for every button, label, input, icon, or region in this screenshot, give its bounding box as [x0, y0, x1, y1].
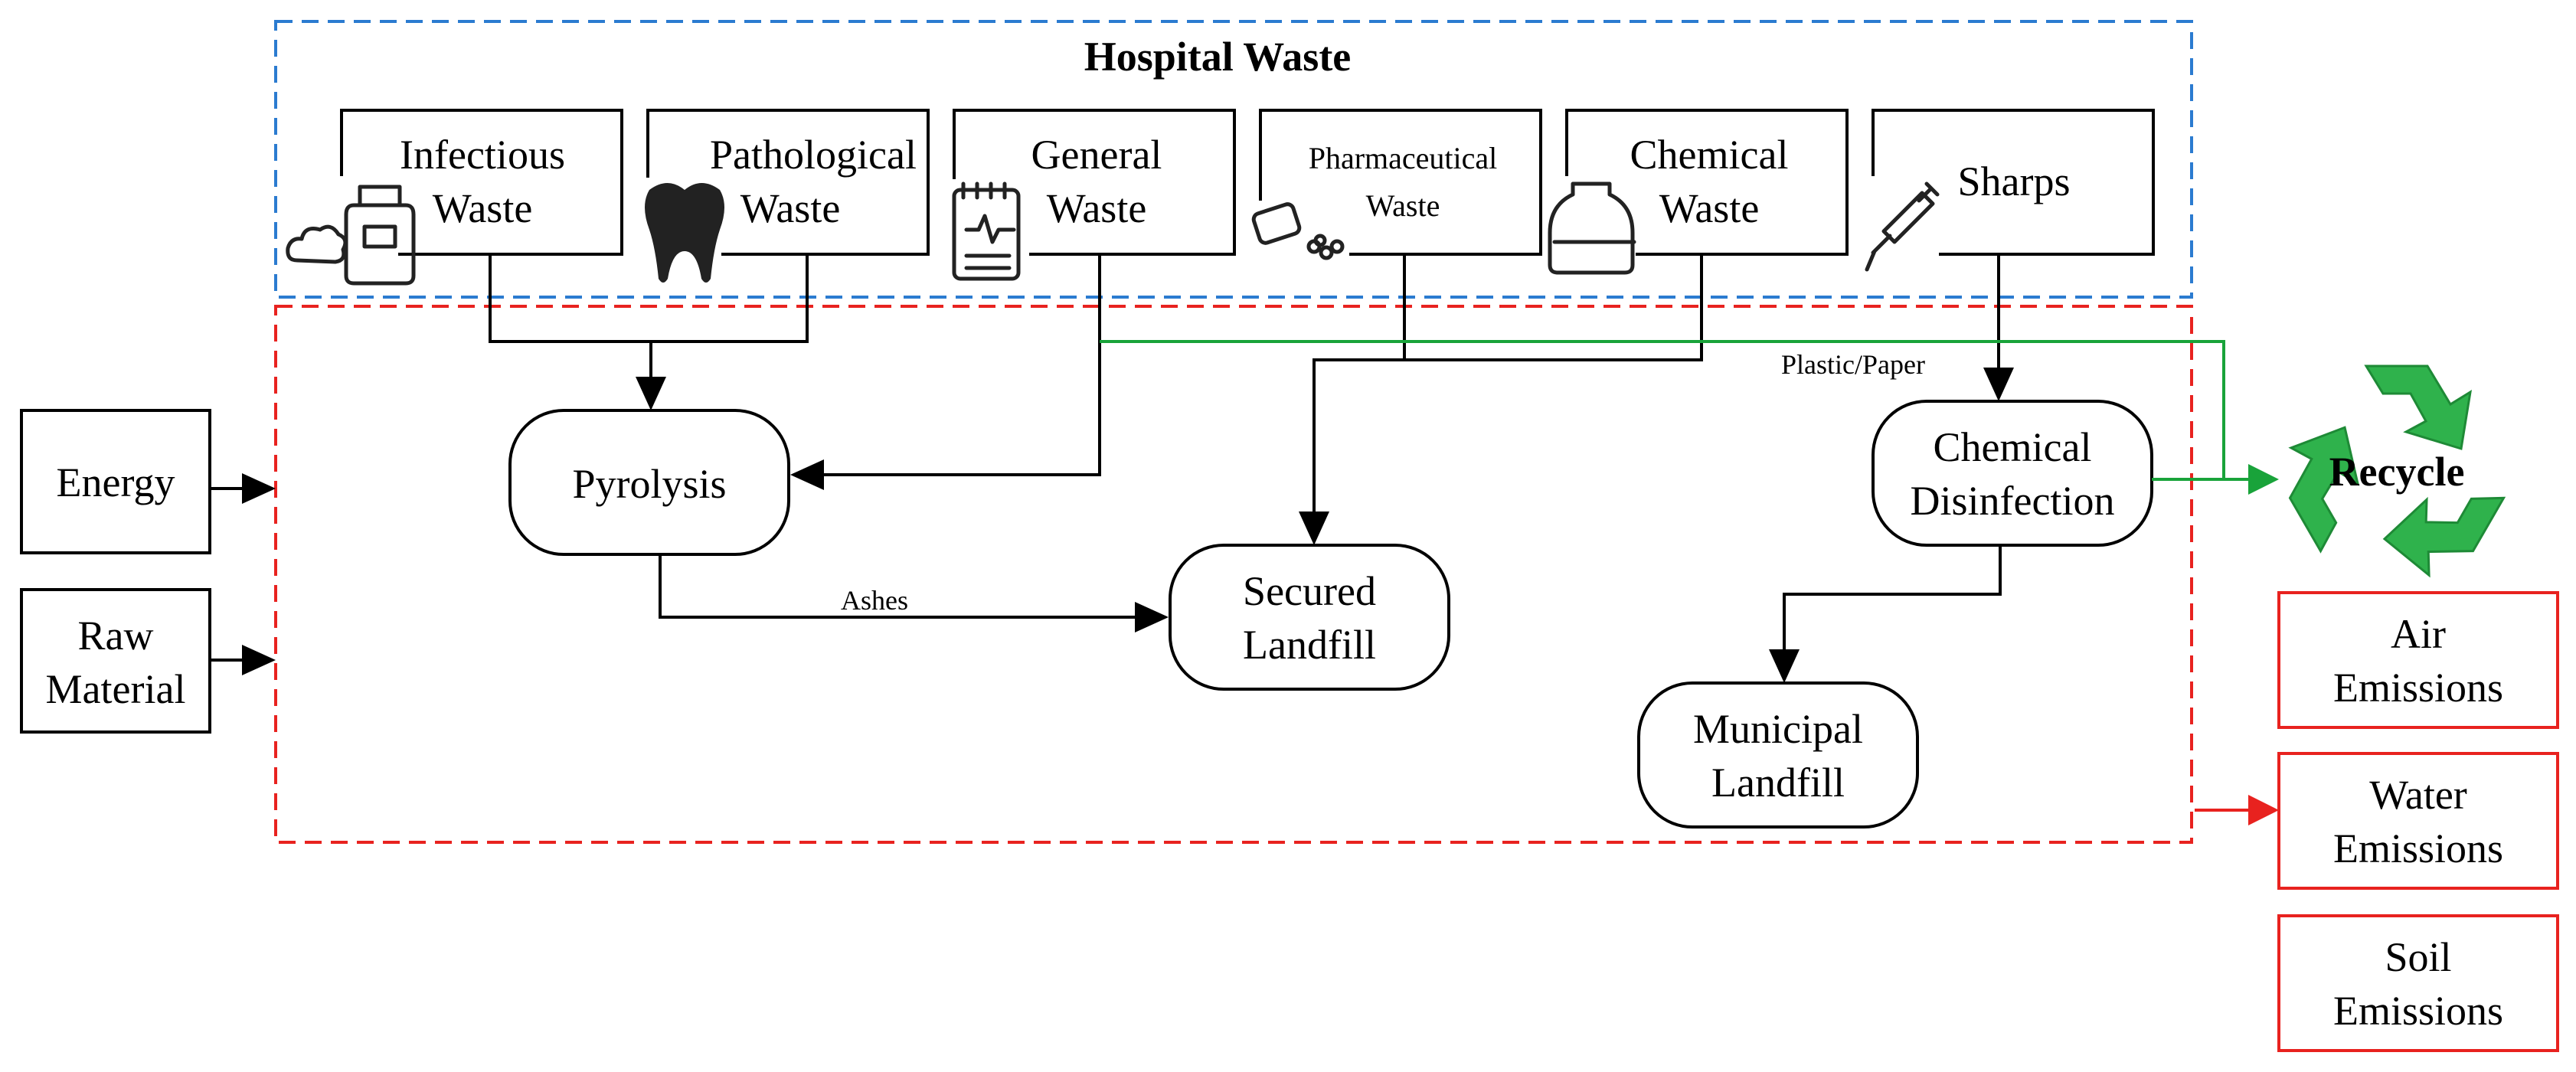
plastic-paper-label: Plastic/Paper	[1781, 349, 1925, 380]
process-label-line2: Landfill	[1711, 760, 1845, 806]
process-label-line1: Municipal	[1693, 706, 1863, 752]
recycle-label: Recycle	[2329, 449, 2465, 495]
waste-type-infectious: Infectious Waste	[283, 109, 623, 286]
waste-label-line1: Sharps	[1958, 159, 2071, 204]
pills-icon	[1250, 201, 1349, 262]
waste-label-line1: Infectious	[400, 132, 565, 178]
emission-soil: Soil Emissions	[2277, 914, 2559, 1052]
process-chemical-disinfection: Chemical Disinfection	[1872, 400, 2153, 547]
ashes-arrow	[659, 554, 1169, 632]
waste-label-line1: Pathological	[710, 132, 917, 178]
input-label-line2: Material	[46, 666, 186, 712]
process-municipal-landfill: Municipal Landfill	[1637, 681, 1919, 829]
waste-label-line2: Waste	[1659, 185, 1760, 231]
recycle-icon: Recycle	[2288, 364, 2506, 578]
waste-label-line2: Waste	[1366, 188, 1440, 223]
input-label: Energy	[57, 459, 175, 505]
emission-water: Water Emissions	[2277, 752, 2559, 890]
treatment-process-boundary	[274, 305, 2193, 844]
emission-label-line2: Emissions	[2333, 665, 2503, 711]
process-label: Pyrolysis	[572, 461, 726, 507]
pharma-chemical-to-secured-landfill-arrow	[1314, 254, 1703, 542]
waste-label-line1: General	[1031, 132, 1162, 178]
process-pyrolysis: Pyrolysis	[508, 409, 790, 556]
waste-label-line2: Waste	[740, 185, 841, 231]
emission-label-line2: Emissions	[2333, 988, 2503, 1034]
notepad-icon	[945, 179, 1029, 286]
process-label-line1: Chemical	[1934, 424, 2092, 470]
disinfection-to-municipal-arrow	[1769, 545, 2002, 683]
emission-label-line2: Emissions	[2333, 825, 2503, 871]
hospital-waste-boundary	[274, 20, 2193, 299]
waste-type-pharmaceutical: Pharmaceutical Waste	[1250, 109, 1542, 262]
process-label-line2: Disinfection	[1911, 478, 2115, 524]
general-to-pyrolysis-arrow	[790, 254, 1101, 490]
waste-type-pathological: Pathological Waste	[637, 109, 930, 285]
infectious-bottle-icon	[283, 176, 416, 286]
plastic-paper-recycle-line	[1100, 340, 2225, 479]
waste-type-general: General Waste	[945, 109, 1236, 286]
waste-type-sharps: Sharps	[1862, 109, 2155, 276]
jar-icon	[1548, 176, 1636, 276]
emission-label-line1: Water	[2369, 772, 2467, 818]
waste-label-line2: Waste	[1047, 185, 1147, 231]
syringe-icon	[1862, 176, 1940, 276]
infectious-pathological-merge-line	[489, 254, 809, 343]
input-raw-material: Raw Material	[20, 588, 211, 734]
input-label-line1: Raw	[78, 613, 154, 659]
emission-label-line1: Soil	[2385, 934, 2451, 980]
process-label-line2: Landfill	[1243, 622, 1376, 668]
process-secured-landfill: Secured Landfill	[1169, 544, 1450, 691]
waste-type-chemical: Chemical Waste	[1548, 109, 1849, 276]
diagram-title: Hospital Waste	[1084, 34, 1352, 80]
waste-label-line1: Chemical	[1630, 132, 1789, 178]
process-label-line1: Secured	[1243, 568, 1376, 614]
waste-label-line2: Waste	[433, 185, 533, 231]
ashes-label: Ashes	[841, 585, 908, 616]
emission-label-line1: Air	[2391, 611, 2446, 657]
waste-label-line1: Pharmaceutical	[1309, 141, 1498, 175]
emission-air: Air Emissions	[2277, 591, 2559, 729]
input-energy: Energy	[20, 409, 211, 554]
tooth-icon	[637, 178, 724, 285]
